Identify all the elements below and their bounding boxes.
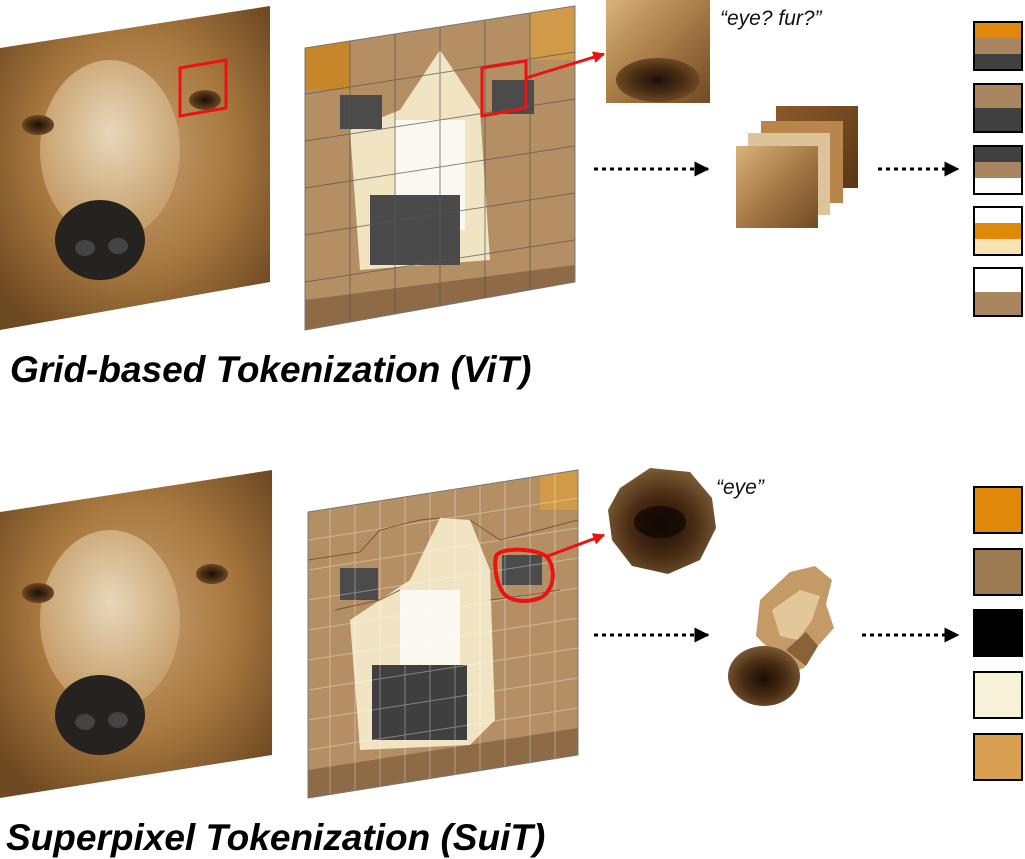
grid-token-column: [973, 21, 1023, 317]
section-title-grid: Grid-based Tokenization (ViT): [10, 349, 531, 390]
grid-token-border: [973, 267, 1023, 317]
bear-photo-bottom: [0, 470, 272, 798]
grid-token-band: [974, 108, 1022, 132]
grid-token-border: [973, 21, 1023, 71]
grid-tokenized-bear: [304, 5, 576, 331]
grid-token-2: [973, 83, 1023, 133]
superpixel-stack: [728, 566, 834, 706]
quote-top: “eye? fur?”: [720, 7, 823, 30]
grid-token-band: [974, 162, 1022, 178]
superpixel-tokenized-bear: [307, 469, 579, 799]
grid-token-4: [973, 206, 1023, 256]
quote-bottom: “eye”: [716, 476, 765, 499]
zoomed-patch-top: [606, 0, 710, 103]
grid-token-band: [974, 207, 1022, 223]
grid-token-1: [973, 21, 1023, 71]
superpixel-token-2: [973, 548, 1023, 596]
section-title-superpixel: Superpixel Tokenization (SuiT): [6, 817, 545, 858]
grid-token-border: [973, 83, 1023, 133]
grid-token-band: [974, 268, 1022, 292]
eye-patch-box: [480, 59, 528, 118]
grid-token-border: [973, 206, 1023, 256]
eye-superpixel: [608, 468, 716, 574]
grid-token-band: [974, 292, 1022, 316]
grid-token-band: [974, 178, 1022, 194]
superpixel-token-column: [973, 486, 1023, 781]
patch-stack-top: [736, 106, 858, 228]
grid-section: “eye? fur?” Grid-based Tokenization (ViT…: [0, 0, 1023, 390]
superpixel-token-4: [973, 671, 1023, 719]
superpixel-token-3: [973, 609, 1023, 657]
bear-photo-top: [0, 6, 270, 330]
superpixel-token-1: [973, 486, 1023, 534]
eye-superpixel-outline: [493, 547, 555, 603]
grid-token-band: [974, 22, 1022, 38]
grid-token-3: [973, 145, 1023, 195]
superpixel-token-5: [973, 733, 1023, 781]
grid-token-band: [974, 38, 1022, 54]
eye-highlight-box: [178, 58, 228, 118]
grid-token-band: [974, 54, 1022, 70]
grid-token-band: [974, 239, 1022, 255]
red-arrow-bottom: [547, 533, 606, 558]
grid-token-band: [974, 146, 1022, 162]
superpixel-section: “eye” Superpixel Tokenization (SuiT): [0, 468, 1023, 858]
grid-token-border: [973, 145, 1023, 195]
grid-token-band: [974, 223, 1022, 239]
red-arrow-top: [525, 51, 606, 80]
grid-token-5: [973, 267, 1023, 317]
grid-token-band: [974, 84, 1022, 108]
